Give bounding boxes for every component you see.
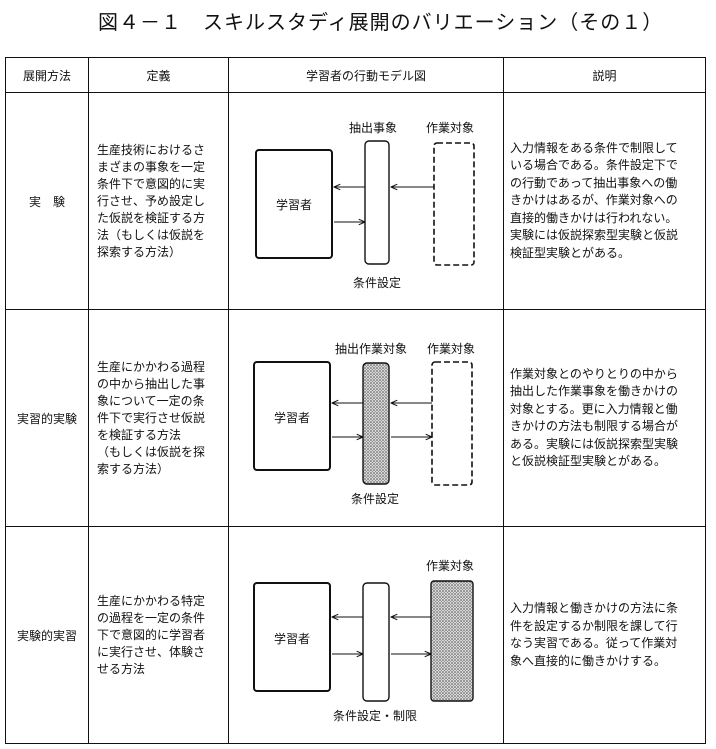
definition-line: 件下で実行させ仮説 [97, 410, 206, 425]
right-label: 作業対象 [426, 121, 475, 135]
behavior-model-diagram: 学習者 抽出作業対象 作業対象 条件設定 [229, 310, 503, 526]
method-cell: 実験的実習 [5, 526, 89, 744]
definition-cell: 生産にかかわる過程 の中から抽出した事 象について一定の条 件下で実行させ仮説 … [88, 309, 229, 527]
explanation-line: きかけの方法も制限する場合が [510, 419, 679, 433]
definition-line: まざまの事象を一定 [97, 159, 206, 174]
definition-line: 探索する方法） [97, 244, 182, 259]
table-row: 実 験 生産技術におけるさ まざまの事象を一定 条件下で意図的に実 行させ、予め… [5, 92, 706, 310]
bottom-label: 条件設定 [351, 492, 400, 506]
header-row: 展開方法 定義 学習者の行動モデル図 説明 [5, 57, 706, 93]
model-cell: 学習者 抽出作業対象 作業対象 条件設定 [228, 309, 504, 527]
learner-box [253, 361, 331, 471]
explanation-line: と仮説検証型実験とがある。 [510, 454, 667, 468]
header-explanation: 説明 [503, 57, 706, 93]
definition-line: 生産技術におけるさ [97, 142, 206, 157]
definition-line: 生産にかかわる過程 [97, 359, 206, 374]
explanation-cell: 入力情報をある条件で制限して いる場合である。条件設定下で の行動であって抽出事… [503, 92, 706, 310]
definition-line: を検証する方法 [97, 427, 182, 442]
definition-line: 生産にかかわる特定 [97, 593, 206, 608]
behavior-model-diagram: 学習者 作業対象 条件設定・制限 [229, 527, 503, 743]
explanation-line: 象へ直接的に働きかけする。 [510, 653, 667, 668]
behavior-model-diagram: 学習者 抽出事象 作業対象 条件設定 [229, 93, 503, 309]
explanation-line: の行動であって抽出事象への働 [510, 175, 678, 190]
definition-line: 象について一定の条 [97, 393, 205, 408]
explanation-line: 対象とする。更に入力情報と働 [510, 401, 678, 416]
explanation-line: 抽出した作業事象を働きかけの [510, 384, 679, 398]
condition-box [362, 582, 390, 702]
definition-line: （もしくは仮説を探 [97, 444, 206, 459]
explanation-line: 件を設定するか制限を課して行 [510, 618, 678, 633]
explanation-cell: 入力情報と働きかけの方法に条 件を設定するか制限を課して行 なう実習である。従っ… [503, 526, 706, 744]
explanation-cell: 作業対象とのやりとりの中から 抽出した作業事象を働きかけの 対象とする。更に入力… [503, 309, 706, 527]
work-object-box [430, 580, 474, 702]
explanation-line: 検証型実験とがある。 [510, 245, 631, 260]
explanation-line: 実験には仮説探索型実験と仮説 [510, 228, 679, 243]
explanation-line: ある。実験には仮説探索型実験 [510, 436, 679, 451]
definition-line: 行させ、予め設定し [97, 193, 206, 208]
table-row: 実習的実験 生産にかかわる過程 の中から抽出した事 象について一定の条 件下で実… [5, 309, 706, 527]
explanation-line: 作業対象とのやりとりの中から [510, 366, 678, 381]
right-label: 作業対象 [426, 559, 475, 573]
learner-label: 学習者 [274, 411, 311, 425]
definition-line: の過程を一定の条件 [97, 610, 206, 625]
work-object-box [433, 142, 475, 266]
method-cell: 実 験 [5, 92, 89, 310]
middle-label: 抽出作業対象 [335, 342, 408, 356]
definition-line: た仮説を検証する方 [97, 210, 206, 225]
method-cell: 実習的実験 [5, 309, 89, 527]
learner-box [253, 582, 331, 692]
model-cell: 学習者 作業対象 条件設定・制限 [228, 526, 504, 744]
header-definition: 定義 [88, 57, 229, 93]
work-object-box [431, 361, 473, 486]
definition-line: 索する方法） [97, 461, 170, 476]
definition-line: 条件下で意図的に実 [97, 176, 206, 191]
learner-label: 学習者 [276, 198, 313, 212]
model-cell: 学習者 抽出事象 作業対象 条件設定 [228, 92, 504, 310]
definition-line: の中から抽出した事 [97, 376, 206, 391]
definition-line: 法（もしくは仮説を [97, 227, 206, 242]
learner-box [255, 149, 333, 259]
extracted-event-box [364, 140, 390, 265]
right-label: 作業対象 [427, 342, 476, 356]
middle-label: 抽出事象 [349, 121, 398, 135]
bottom-label: 条件設定 [353, 276, 402, 290]
explanation-line: 入力情報と働きかけの方法に条 [510, 601, 679, 615]
definition-cell: 生産技術におけるさ まざまの事象を一定 条件下で意図的に実 行させ、予め設定し … [88, 92, 229, 310]
explanation-line: きかけはあるが、作業対象への [510, 193, 678, 208]
explanation-line: 入力情報をある条件で制限して [510, 140, 678, 155]
explanation-line: なう実習である。従って作業対 [510, 636, 678, 650]
definition-line: 下で意図的に学習者 [97, 627, 206, 642]
explanation-line: いる場合である。条件設定下で [510, 158, 678, 173]
explanation-line: 直接的働きかけは行われない。 [510, 210, 678, 225]
definition-line: に実行させ、体験さ [97, 644, 206, 659]
definition-cell: 生産にかかわる特定 の過程を一定の条件 下で意図的に学習者 に実行させ、体験さ … [88, 526, 229, 744]
figure-title: 図４－１ スキルスタディ展開のバリエーション（その１） [98, 10, 664, 34]
definition-line: せる方法 [97, 661, 146, 676]
header-method: 展開方法 [5, 57, 89, 93]
table-row: 実験的実習 生産にかかわる特定 の過程を一定の条件 下で意図的に学習者 に実行さ… [5, 526, 706, 744]
skill-study-table: 展開方法 定義 学習者の行動モデル図 説明 実 験 生産技術におけるさ まざまの… [5, 57, 706, 744]
extracted-object-box [362, 362, 390, 485]
learner-label: 学習者 [274, 632, 311, 646]
bottom-label: 条件設定・制限 [333, 709, 418, 723]
header-model: 学習者の行動モデル図 [228, 57, 504, 93]
